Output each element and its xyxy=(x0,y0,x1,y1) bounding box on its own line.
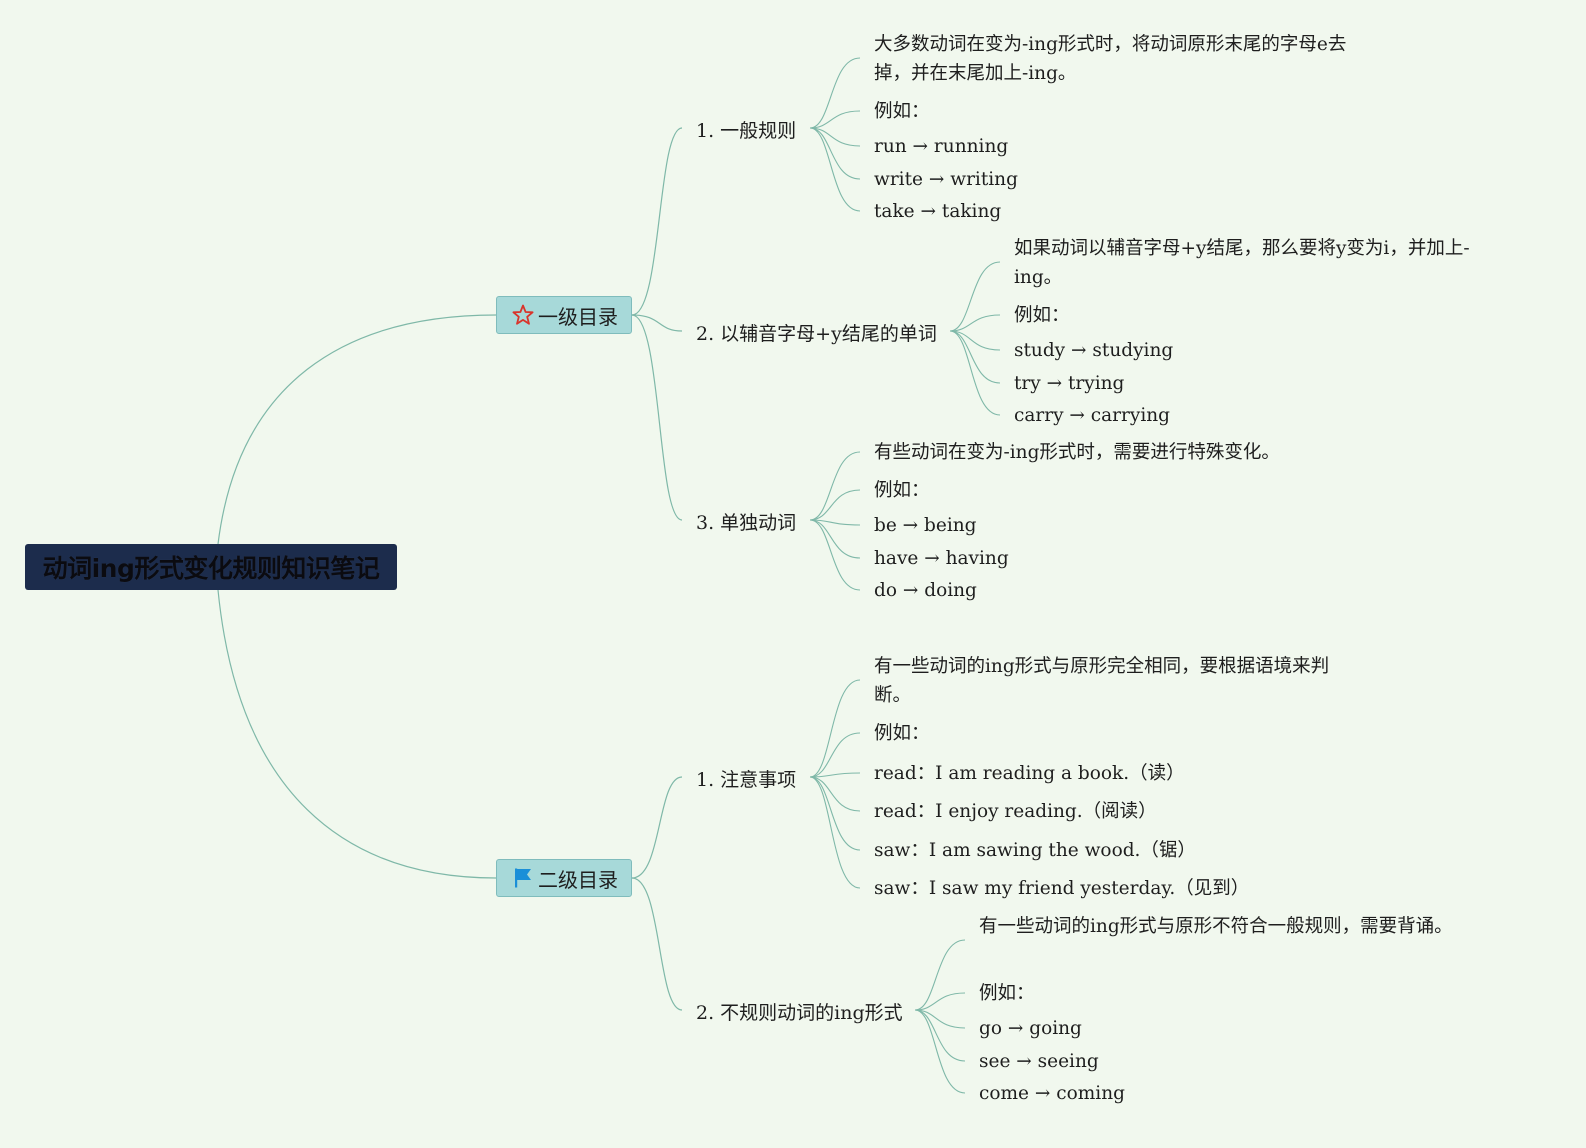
leaf-example: do → doing xyxy=(874,580,977,601)
topic-1-leaf-2-line xyxy=(809,110,861,129)
topic-3-leaf-2-line xyxy=(809,489,861,521)
topic-4-leaf-5-line xyxy=(809,776,861,851)
flag-icon xyxy=(510,865,536,891)
leaf-example: run → running xyxy=(874,136,1009,157)
topic-consonant-y[interactable]: 2. 以辅音字母+y结尾的单词 xyxy=(696,323,937,345)
leaf-example: have → having xyxy=(874,548,1009,569)
leaf-example: study → studying xyxy=(1014,340,1174,361)
leaf-example: saw：I saw my friend yesterday.（见到） xyxy=(874,878,1250,899)
root-title: 动词ing形式变化规则知识笔记 xyxy=(42,554,380,583)
leaf-example: saw：I am sawing the wood.（锯） xyxy=(874,840,1196,861)
topic-5-leaf-1-line xyxy=(914,939,966,1011)
topic-5-leaf-4-line xyxy=(914,1009,966,1062)
branch-2-node[interactable]: 二级目录 xyxy=(496,859,632,897)
branch-2-to-topic-1-line xyxy=(631,776,683,879)
topic-3-leaf-1-line xyxy=(809,451,861,521)
root-topic[interactable]: 动词ing形式变化规则知识笔记 xyxy=(25,544,397,590)
leaf-notes-desc: 有一些动词的ing形式与原形完全相同，要根据语境来判断。 xyxy=(874,656,1330,706)
branch-1-to-topic-2-line xyxy=(631,314,683,332)
leaf-example: be → being xyxy=(874,515,977,536)
topic-1-leaf-3-line xyxy=(809,127,861,147)
leaf-example: try → trying xyxy=(1014,373,1125,394)
topic-3-leaf-3-line xyxy=(809,519,861,526)
leaf-example: carry → carrying xyxy=(1014,405,1170,426)
leaf-example-label: 例如： xyxy=(874,723,930,744)
topic-3-leaf-5-line xyxy=(809,519,861,591)
leaf-example: write → writing xyxy=(874,169,1018,190)
leaf-example-label: 例如： xyxy=(874,480,930,501)
topic-irregular[interactable]: 2. 不规则动词的ing形式 xyxy=(696,1002,903,1024)
leaf-consonant-y-desc: 如果动词以辅音字母+y结尾，那么要将y变为i，并加上-ing。 xyxy=(1014,238,1470,288)
topic-1-leaf-4-line xyxy=(809,127,861,180)
topic-2-leaf-2-line xyxy=(949,314,1001,332)
topic-4-leaf-3-line xyxy=(809,772,861,778)
leaf-example: come → coming xyxy=(979,1083,1125,1104)
topic-2-leaf-4-line xyxy=(949,330,1001,384)
leaf-special-desc: 有些动词在变为-ing形式时，需要进行特殊变化。 xyxy=(874,442,1280,463)
topic-2-leaf-3-line xyxy=(949,330,1001,351)
root-to-branch-1-line xyxy=(217,314,497,545)
topic-3-leaf-4-line xyxy=(809,519,861,559)
topic-4-leaf-2-line xyxy=(809,732,861,778)
leaf-example: read：I enjoy reading.（阅读） xyxy=(874,801,1157,822)
topic-4-leaf-1-line xyxy=(809,679,861,778)
branch-2-to-topic-2-line xyxy=(631,877,683,1011)
leaf-example: read：I am reading a book.（读） xyxy=(874,763,1185,784)
leaf-example: see → seeing xyxy=(979,1051,1099,1072)
topic-2-leaf-5-line xyxy=(949,330,1001,416)
topic-4-leaf-6-line xyxy=(809,776,861,889)
leaf-example-label: 例如： xyxy=(874,101,930,122)
branch-1-to-topic-3-line xyxy=(631,314,683,521)
leaf-example-label: 例如： xyxy=(1014,305,1070,326)
topic-notes[interactable]: 1. 注意事项 xyxy=(696,769,797,791)
topic-general-rule[interactable]: 1. 一般规则 xyxy=(696,120,797,142)
topic-special-verbs[interactable]: 3. 单独动词 xyxy=(696,512,797,534)
topic-5-leaf-3-line xyxy=(914,1009,966,1029)
leaf-example: take → taking xyxy=(874,201,1002,222)
branch-1-to-topic-1-line xyxy=(631,127,683,316)
topic-5-leaf-5-line xyxy=(914,1009,966,1094)
root-to-branch-2-line xyxy=(217,589,497,879)
leaf-example-label: 例如： xyxy=(979,983,1035,1004)
branch-2-label: 二级目录 xyxy=(538,867,618,892)
topic-1-leaf-1-line xyxy=(809,57,861,129)
star-icon xyxy=(510,302,536,328)
topic-4-leaf-4-line xyxy=(809,776,861,812)
topic-1-leaf-5-line xyxy=(809,127,861,212)
leaf-irregular-desc: 有一些动词的ing形式与原形不符合一般规则，需要背诵。 xyxy=(979,916,1453,937)
topic-2-leaf-1-line xyxy=(949,261,1001,332)
branch-1-node[interactable]: 一级目录 xyxy=(496,296,632,334)
leaf-example: go → going xyxy=(979,1018,1082,1039)
leaf-general-rule-desc: 大多数动词在变为-ing形式时，将动词原形末尾的字母e去掉，并在末尾加上-ing… xyxy=(874,34,1347,84)
topic-5-leaf-2-line xyxy=(914,992,966,1011)
branch-1-label: 一级目录 xyxy=(538,304,618,329)
